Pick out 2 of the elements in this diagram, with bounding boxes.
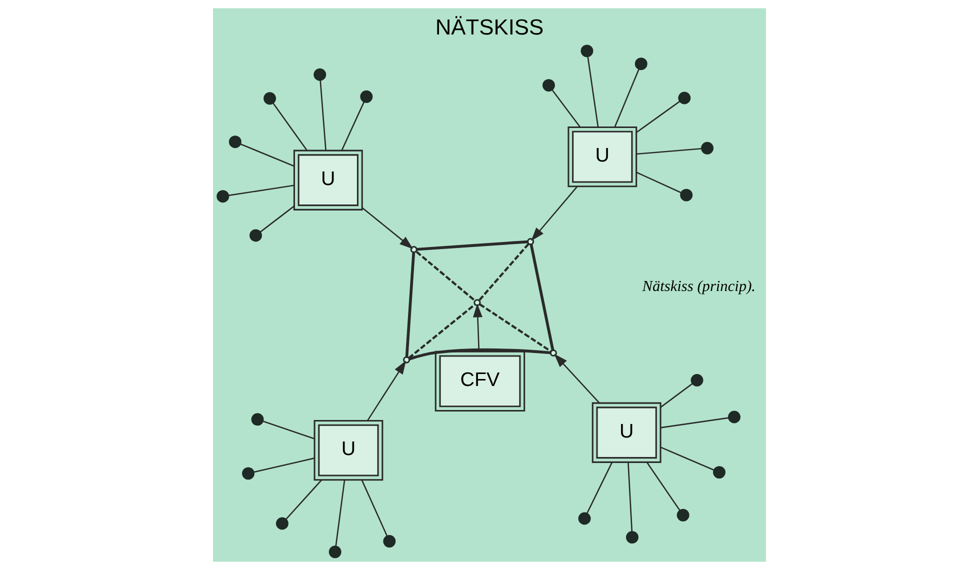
caption: Nätskiss (princip). [642, 278, 756, 295]
diagram-title: NÄTSKISS [435, 14, 544, 40]
